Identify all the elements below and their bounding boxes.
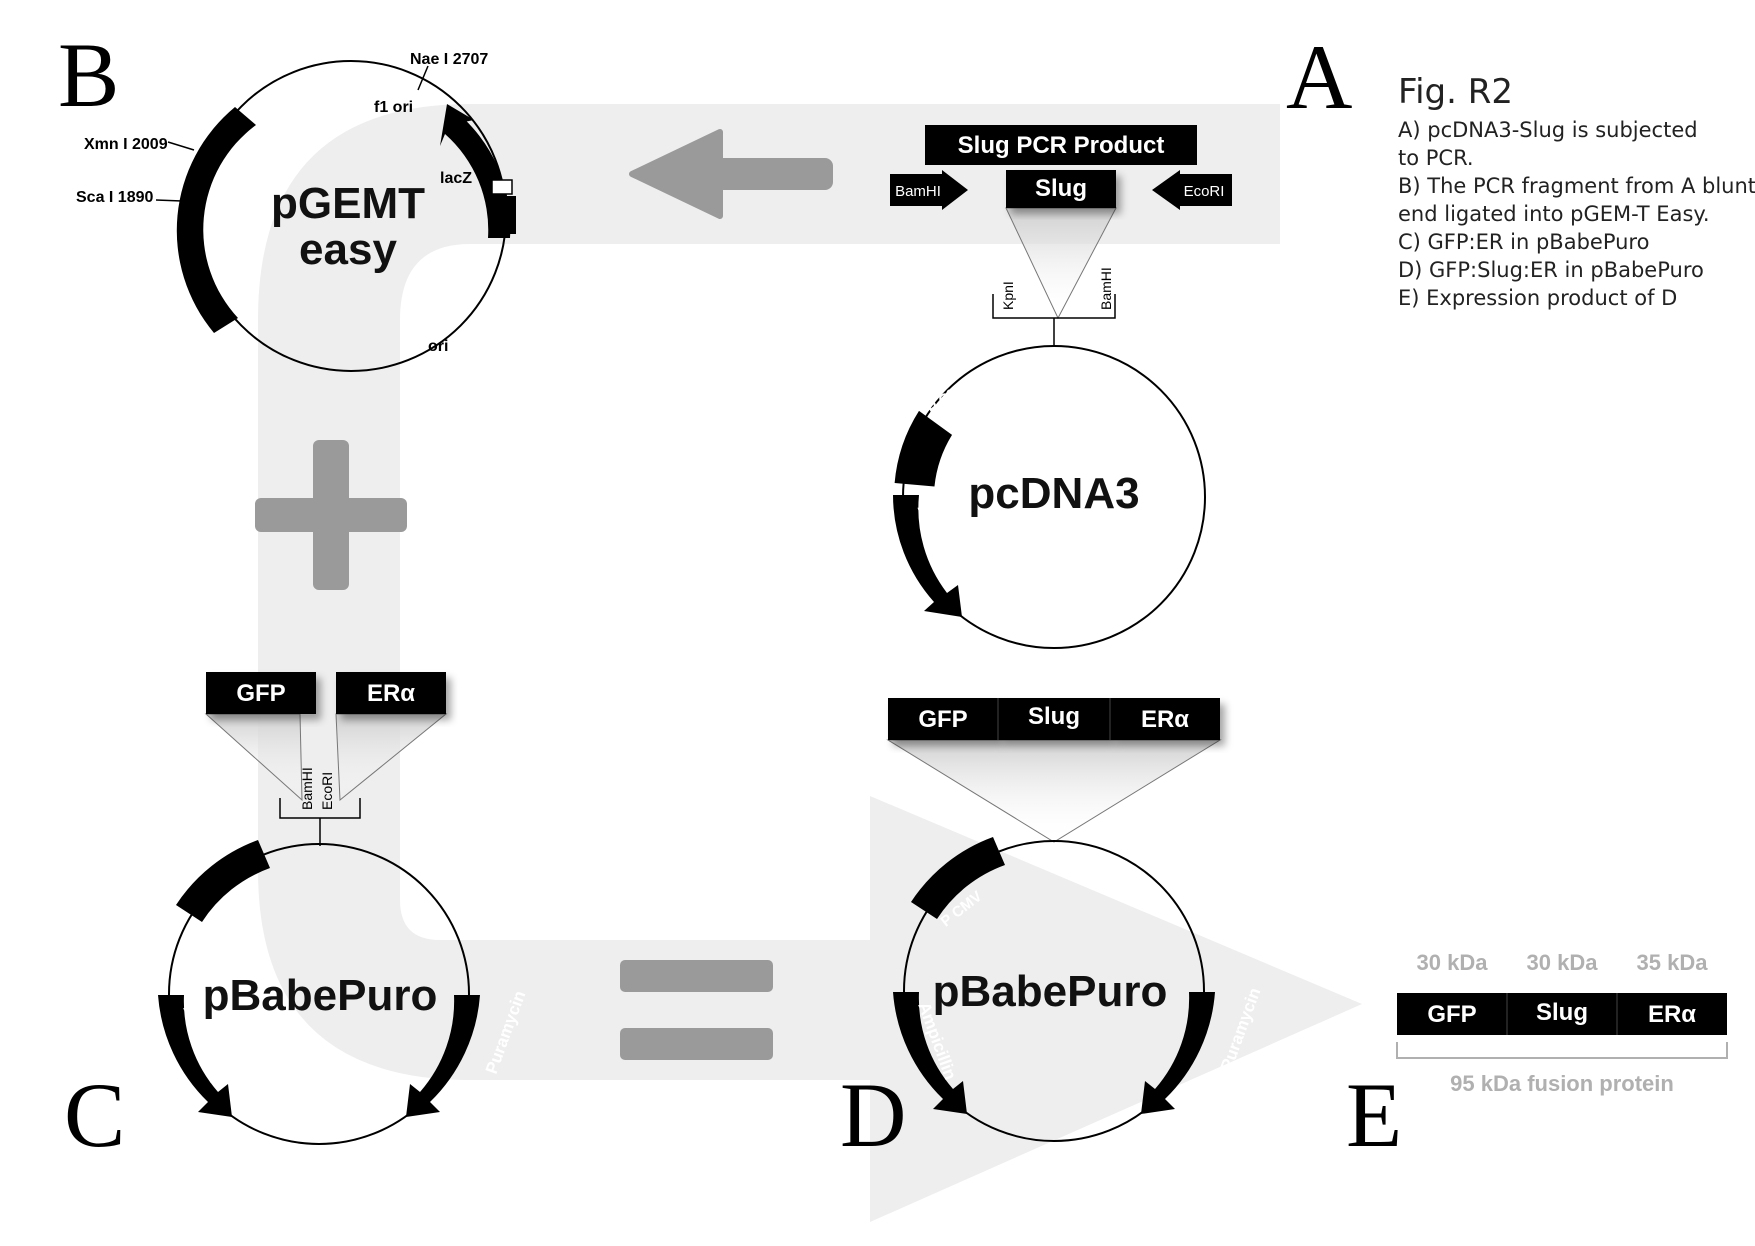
primer-left-label: BamHI	[895, 183, 941, 200]
legend-line: to PCR.	[1398, 146, 1474, 170]
flow-arrow-left	[629, 129, 833, 219]
panel-b: pGEMT easy Nae I 2707 f1 ori lacZ Xmn I …	[76, 51, 516, 372]
segment-slug-e: Slug	[1536, 999, 1588, 1026]
puramycin-arrow-d	[1141, 992, 1215, 1114]
insert-gfp-c	[206, 672, 316, 714]
site-bamhi-c: BamHI	[299, 767, 315, 810]
pgemt-insert-block	[490, 196, 516, 234]
legend-line: end ligated into pGEM-T Easy.	[1398, 202, 1710, 226]
pcmv-feature-a	[894, 410, 953, 487]
primer-right-arrow	[1152, 170, 1232, 210]
insert-gfp-c-label: GFP	[236, 680, 285, 707]
fusion-protein-bar	[1397, 993, 1727, 1035]
ampicillin-arrow-a	[893, 495, 962, 617]
site-xmn-i: Xmn I 2009	[84, 136, 168, 153]
site-kpni: KpnI	[1000, 281, 1016, 310]
pbabepuro-c-backbone	[168, 843, 470, 1145]
pgemt-amp-segment	[176, 107, 256, 333]
legend-title: Fig. R2	[1398, 72, 1513, 112]
site-lacz: lacZ	[440, 170, 472, 187]
segment-slug-d	[998, 698, 1110, 740]
primer-right-label: EcoRI	[1184, 183, 1225, 200]
size-gfp: 30 kDa	[1417, 950, 1489, 975]
size-slug: 30 kDa	[1527, 950, 1599, 975]
panel-e: 30 kDa 30 kDa 35 kDa GFP Slug ERα 95 kDa…	[1396, 950, 1728, 1096]
pcmv-feature-c	[176, 840, 270, 922]
site-ori: ori	[428, 338, 448, 355]
site-sca-i: Sca I 1890	[76, 189, 154, 206]
site-nae-i: Nae I 2707	[410, 51, 488, 68]
pgemt-name-1: pGEMT	[271, 179, 425, 228]
pcdna3-name: pcDNA3	[968, 469, 1139, 518]
fusion-bracket	[1396, 1042, 1728, 1059]
segment-er-e: ERα	[1648, 1001, 1696, 1028]
legend-line: D) GFP:Slug:ER in pBabePuro	[1398, 258, 1704, 282]
panel-a: Slug PCR Product Slug BamHI EcoRI KpnI B…	[890, 125, 1232, 649]
plus-sign	[255, 440, 407, 590]
panel-letter-c: C	[64, 1064, 125, 1166]
pbabepuro-d-backbone	[903, 840, 1205, 1142]
pbabepuro-d-name: pBabePuro	[933, 967, 1168, 1016]
insert-er-c	[336, 672, 446, 714]
site-f1-ori: f1 ori	[374, 99, 413, 116]
fusion-protein-label: 95 kDa fusion protein	[1450, 1071, 1674, 1096]
figure-legend: Fig. R2 A) pcDNA3-Slug is subjected to P…	[1398, 72, 1755, 312]
site-bamhi-a: BamHI	[1098, 267, 1114, 310]
segment-gfp-d-label: GFP	[918, 706, 967, 733]
flow-arrow-head	[870, 796, 1362, 1222]
legend-line: B) The PCR fragment from A blunt-	[1398, 174, 1755, 198]
segment-gfp-d	[888, 698, 998, 740]
ampicillin-arrow-d	[893, 992, 967, 1114]
panel-letter-a: A	[1286, 26, 1352, 128]
segment-er-d-label: ERα	[1141, 706, 1189, 733]
panel-letter-d: D	[840, 1064, 906, 1166]
equals-sign	[620, 960, 773, 1060]
pgemt-name-2: easy	[299, 225, 397, 274]
insert-er-c-label: ERα	[367, 680, 415, 707]
pcmv-feature-d	[911, 837, 1005, 919]
segment-gfp-e: GFP	[1427, 1001, 1476, 1028]
flow-band-curve	[258, 104, 870, 1080]
site-ecori-c: EcoRI	[319, 772, 335, 810]
ampicillin-arrow-c	[158, 995, 232, 1117]
puramycin-arrow-c	[406, 995, 480, 1117]
panel-letter-b: B	[58, 24, 119, 126]
segment-slug-d-label: Slug	[1028, 703, 1080, 730]
legend-line: C) GFP:ER in pBabePuro	[1398, 230, 1650, 254]
slug-insert-box	[1006, 170, 1116, 208]
size-er: 35 kDa	[1637, 950, 1709, 975]
segment-er-d	[1110, 698, 1220, 740]
pcr-product-label: Slug PCR Product	[958, 132, 1165, 159]
pbabepuro-c-name: pBabePuro	[203, 971, 438, 1020]
legend-line: A) pcDNA3-Slug is subjected	[1398, 118, 1698, 142]
legend-line: E) Expression product of D	[1398, 286, 1678, 310]
pcmv-label-a: P CMV	[924, 377, 972, 418]
panel-letter-e: E	[1346, 1064, 1402, 1166]
slug-insert-label: Slug	[1035, 175, 1087, 202]
primer-left-arrow	[890, 170, 968, 210]
pcr-product-box	[925, 125, 1197, 165]
